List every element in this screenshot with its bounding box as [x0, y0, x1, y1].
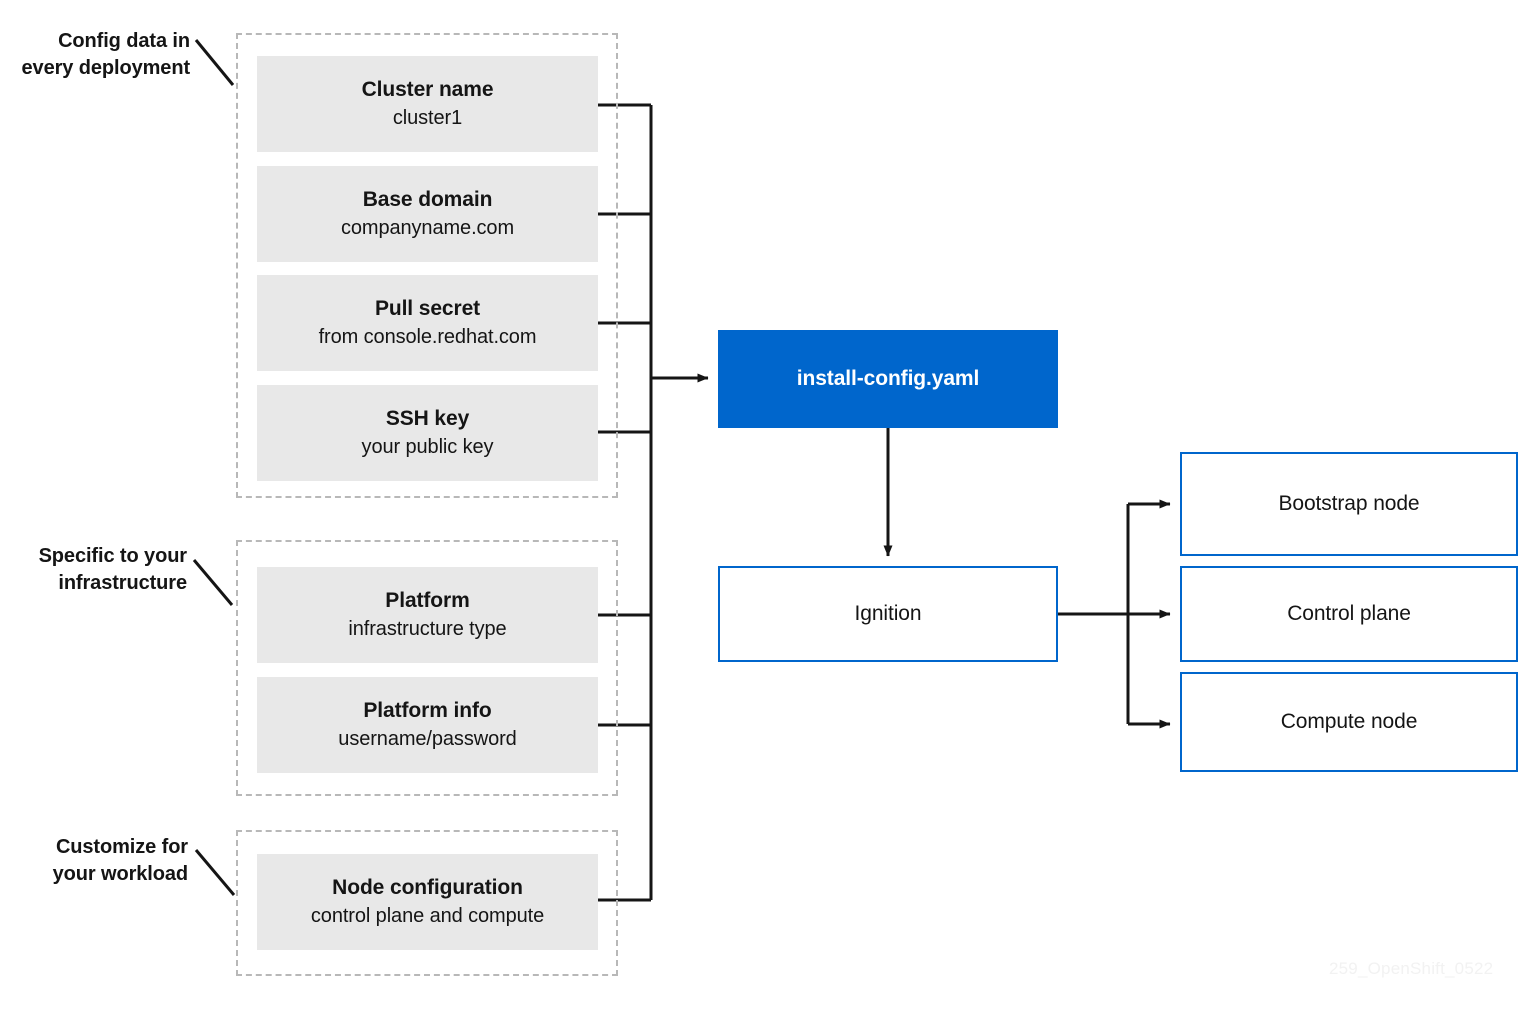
side-label-config-data: Config data in every deployment [21, 30, 191, 79]
card-title: Node configuration [332, 875, 523, 899]
ignition-box: Ignition [718, 566, 1058, 662]
card-subtitle: cluster1 [392, 107, 463, 130]
card-subtitle: from console.redhat.com [318, 326, 537, 349]
card-subtitle: your public key [361, 436, 494, 459]
bootstrap-node-label: Bootstrap node [1278, 492, 1420, 515]
side-label-infrastructure: Specific to your infrastructure [38, 545, 188, 594]
card-platform: Platform infrastructure type [257, 567, 598, 663]
group-infrastructure [236, 540, 618, 796]
card-ssh-key: SSH key your public key [257, 385, 598, 481]
card-subtitle: companyname.com [340, 217, 515, 240]
card-pull-secret: Pull secret from console.redhat.com [257, 275, 598, 371]
compute-node-label: Compute node [1280, 710, 1418, 733]
card-subtitle: infrastructure type [348, 618, 507, 641]
card-platform-info: Platform info username/password [257, 677, 598, 773]
watermark: 259_OpenShift_0522 [1329, 959, 1494, 978]
install-config-label: install-config.yaml [796, 367, 980, 390]
group-workload [236, 830, 618, 976]
card-title: Pull secret [374, 296, 481, 320]
card-title: Platform [385, 588, 470, 612]
card-cluster-name: Cluster name cluster1 [257, 56, 598, 152]
side-label-workload: Customize for your workload [52, 836, 188, 885]
control-plane-label: Control plane [1287, 602, 1411, 625]
card-base-domain: Base domain companyname.com [257, 166, 598, 262]
card-subtitle: username/password [338, 728, 517, 751]
group-config-data [236, 33, 618, 498]
control-plane-box: Control plane [1180, 566, 1518, 662]
card-title: SSH key [385, 406, 470, 430]
bootstrap-node-box: Bootstrap node [1180, 452, 1518, 556]
compute-node-box: Compute node [1180, 672, 1518, 772]
card-subtitle: control plane and compute [310, 905, 545, 928]
card-title: Cluster name [361, 77, 494, 101]
ignition-label: Ignition [854, 602, 922, 625]
card-title: Base domain [362, 187, 493, 211]
card-node-configuration: Node configuration control plane and com… [257, 854, 598, 950]
card-title: Platform info [363, 698, 492, 722]
install-config-yaml-box: install-config.yaml [718, 330, 1058, 428]
